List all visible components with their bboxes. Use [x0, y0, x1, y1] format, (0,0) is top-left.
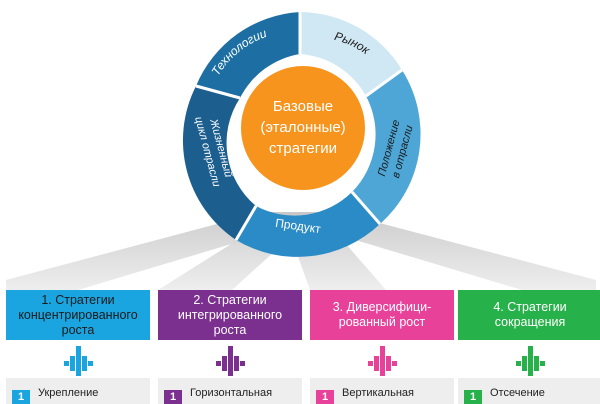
arrow-dot — [528, 366, 533, 371]
item-label: Горизонтальная — [190, 387, 273, 399]
arrow-dot — [228, 371, 233, 376]
ring-segment-market — [300, 12, 402, 96]
arrow-dot — [380, 346, 385, 351]
arrow-dot — [76, 351, 81, 356]
arrow-dot — [70, 361, 75, 366]
arrow-dot — [88, 361, 93, 366]
arrow-dot — [528, 351, 533, 356]
arrow-dot — [222, 356, 227, 361]
arrow-dot — [76, 366, 81, 371]
arrow-dot — [222, 366, 227, 371]
arrow-dot — [82, 361, 87, 366]
arrow-dot — [380, 366, 385, 371]
ring-segment-technology — [196, 12, 300, 98]
ring-segment-lifecycle — [182, 86, 256, 240]
item-label: Отсечение — [490, 387, 545, 399]
arrow-dot — [368, 361, 373, 366]
arrow-dot — [228, 361, 233, 366]
dotted-arrow-icon — [58, 346, 98, 376]
arrow-dot — [534, 361, 539, 366]
arrow-dot — [392, 361, 397, 366]
item-number-badge: 1 — [12, 390, 30, 404]
arrow-dot — [534, 366, 539, 371]
arrow-dot — [374, 366, 379, 371]
arrow-dot — [380, 361, 385, 366]
arrow-dot — [76, 371, 81, 376]
arrow-dot — [528, 356, 533, 361]
arrow-dot — [234, 361, 239, 366]
arrow-dot — [374, 361, 379, 366]
arrow-dot — [82, 366, 87, 371]
arrow-dot — [534, 356, 539, 361]
arrow-dot — [522, 361, 527, 366]
category-integrated-growth[interactable]: 2. Стратегии интегрированного роста — [158, 290, 302, 340]
ring-label-product: Продукт — [274, 216, 322, 236]
arrow-dot — [374, 356, 379, 361]
arrow-dot — [222, 361, 227, 366]
svg-text:Базовые: Базовые — [273, 98, 333, 115]
arrow-dot — [70, 366, 75, 371]
list-item[interactable]: 1 Укрепление — [6, 378, 150, 404]
dotted-arrow-icon — [510, 346, 550, 376]
arrow-dot — [380, 351, 385, 356]
arrow-dot — [528, 371, 533, 376]
center-title: Базовые (эталонные) стратегии — [260, 98, 345, 157]
arrow-dot — [380, 356, 385, 361]
arrow-dot — [528, 346, 533, 351]
list-item[interactable]: 1 Вертикальная — [310, 378, 454, 404]
item-label: Укрепление — [38, 387, 99, 399]
ring — [182, 12, 421, 257]
svg-text:(эталонные): (эталонные) — [260, 119, 345, 136]
list-item[interactable]: 1 Отсечение — [458, 378, 600, 404]
arrow-dot — [386, 366, 391, 371]
arrow-dot — [234, 356, 239, 361]
item-number-badge: 1 — [164, 390, 182, 404]
arrow-dot — [386, 361, 391, 366]
arrow-dot — [516, 361, 521, 366]
category-diversified-growth[interactable]: 3. Диверсифици- рованный рост — [310, 290, 454, 340]
arrow-dot — [528, 361, 533, 366]
arrow-dot — [234, 366, 239, 371]
arrow-dot — [540, 361, 545, 366]
category-reduction[interactable]: 4. Стратегии сокращения — [458, 290, 600, 340]
ring-segment-product — [236, 192, 380, 257]
arrow-dot — [522, 356, 527, 361]
arrow-dot — [228, 346, 233, 351]
arrow-dot — [386, 356, 391, 361]
arrow-dot — [76, 356, 81, 361]
arrow-dot — [522, 366, 527, 371]
ring-segment-position — [352, 70, 421, 224]
arrow-dot — [64, 361, 69, 366]
item-label: Вертикальная — [342, 387, 414, 399]
dotted-arrow-icon — [362, 346, 402, 376]
arrow-dot — [240, 361, 245, 366]
arrow-dot — [76, 346, 81, 351]
center-circle — [237, 62, 369, 194]
svg-text:стратегии: стратегии — [269, 140, 337, 157]
item-number-badge: 1 — [316, 390, 334, 404]
arrow-dot — [380, 371, 385, 376]
arrow-dot — [70, 356, 75, 361]
arrow-dot — [76, 361, 81, 366]
dotted-arrow-icon — [210, 346, 250, 376]
arrow-dot — [228, 356, 233, 361]
arrow-dot — [82, 356, 87, 361]
item-number-badge: 1 — [464, 390, 482, 404]
arrow-dot — [216, 361, 221, 366]
arrow-dot — [228, 366, 233, 371]
category-concentrated-growth[interactable]: 1. Стратегии концентрированного роста — [6, 290, 150, 340]
list-item[interactable]: 1 Горизонтальная — [158, 378, 302, 404]
arrow-dot — [228, 351, 233, 356]
